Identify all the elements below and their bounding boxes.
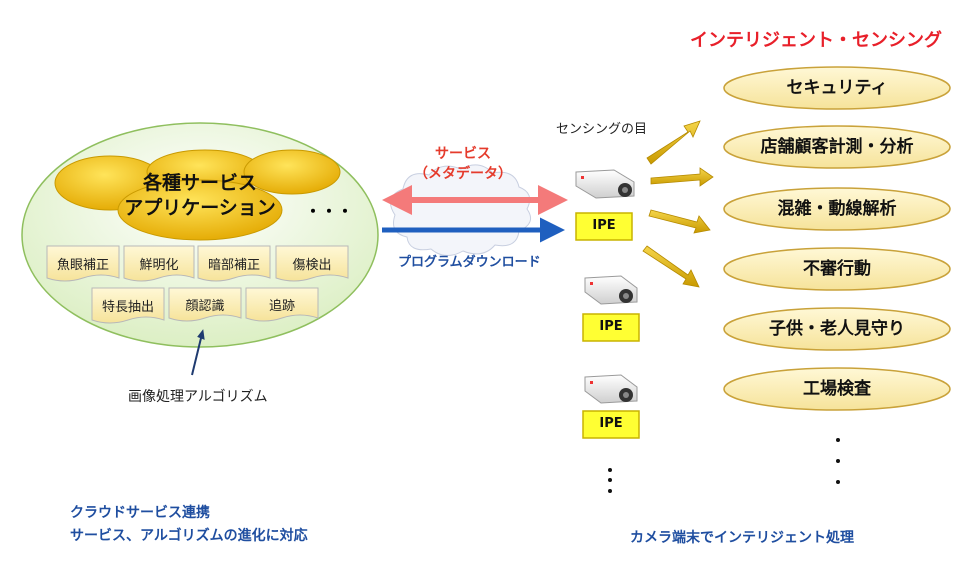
- service-label-line1: サービス: [435, 146, 491, 162]
- ipe-chip: [575, 212, 633, 241]
- app-title-line1: 各種サービス: [142, 172, 257, 194]
- sensing-eye-label: センシングの目: [556, 122, 648, 137]
- ipe-label: IPE: [592, 218, 616, 233]
- more-functions-dot: [836, 480, 840, 484]
- algorithm-tag: 魚眼補正: [56, 258, 109, 273]
- download-label: プログラムダウンロード: [398, 255, 541, 270]
- function-label: セキュリティ: [786, 78, 888, 98]
- camera-icon: [575, 169, 635, 199]
- algorithm-tag: 顔認識: [185, 299, 225, 314]
- function-label: 店舗顧客計測・分析: [760, 137, 914, 157]
- intelligent-sensing-title: インテリジェント・センシング: [690, 30, 942, 51]
- service-label-line2: （メタデータ）: [414, 166, 512, 182]
- algorithm-tags: [46, 245, 349, 324]
- function-label: 子供・老人見守り: [769, 319, 905, 339]
- algorithm-tag: 暗部補正: [207, 258, 260, 273]
- ipe-chip: [582, 410, 640, 439]
- function-label: 混雑・動線解析: [777, 199, 897, 219]
- algorithm-tag: 鮮明化: [139, 258, 179, 273]
- function-label: 不審行動: [803, 259, 871, 279]
- algorithm-caption: 画像処理アルゴリズム: [128, 389, 268, 405]
- more-cameras-dot: [608, 489, 612, 493]
- algorithm-pointer-arrow: [191, 333, 203, 376]
- app-blobs: [54, 149, 341, 241]
- ipe-chip: [582, 313, 640, 342]
- more-functions-dot: [836, 459, 840, 463]
- app-ellipsis: ・・・: [305, 202, 354, 221]
- fanout-arrows: [642, 120, 714, 288]
- more-cameras-dot: [608, 468, 612, 472]
- more-cameras-dot: [608, 478, 612, 482]
- more-functions-dot: [836, 438, 840, 442]
- algorithm-tag: 傷検出: [292, 258, 332, 273]
- ipe-label: IPE: [599, 319, 623, 334]
- app-title-line2: アプリケーション: [124, 197, 276, 219]
- algorithm-tag: 追跡: [268, 299, 295, 314]
- camera-icon: [584, 275, 638, 305]
- camera-icon: [584, 374, 638, 404]
- function-ellipses: [723, 66, 951, 411]
- algorithm-tag: 特長抽出: [101, 300, 154, 315]
- function-label: 工場検査: [803, 379, 871, 399]
- left-caption-line2: サービス、アルゴリズムの進化に対応: [70, 528, 308, 544]
- left-caption-line1: クラウドサービス連携: [70, 505, 210, 521]
- right-caption: カメラ端末でインテリジェント処理: [630, 530, 854, 546]
- ipe-label: IPE: [599, 416, 623, 431]
